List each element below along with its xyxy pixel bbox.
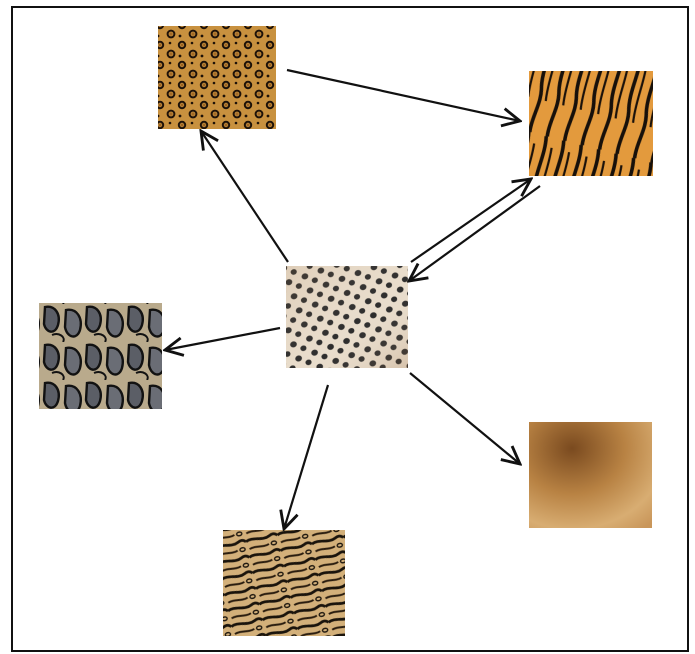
arrow-tiger-to-cheetah xyxy=(409,186,540,281)
tiger-fur-image xyxy=(529,71,653,176)
ocelot-fur-image xyxy=(223,530,345,636)
arrow-cheetah-to-leopard xyxy=(201,131,288,262)
leopard-fur-image xyxy=(158,26,276,129)
arrow-cheetah-to-ocelot xyxy=(284,385,328,529)
arrow-cheetah-to-puma xyxy=(410,373,520,464)
arrow-cheetah-to-tiger xyxy=(411,179,531,262)
arrow-cheetah-to-clouded-leopard xyxy=(165,328,280,350)
cheetah-fur-image xyxy=(286,266,408,368)
puma-fur-image xyxy=(529,422,652,528)
clouded-leopard-fur-image xyxy=(39,303,162,409)
arrow-leopard-to-tiger xyxy=(287,70,520,121)
